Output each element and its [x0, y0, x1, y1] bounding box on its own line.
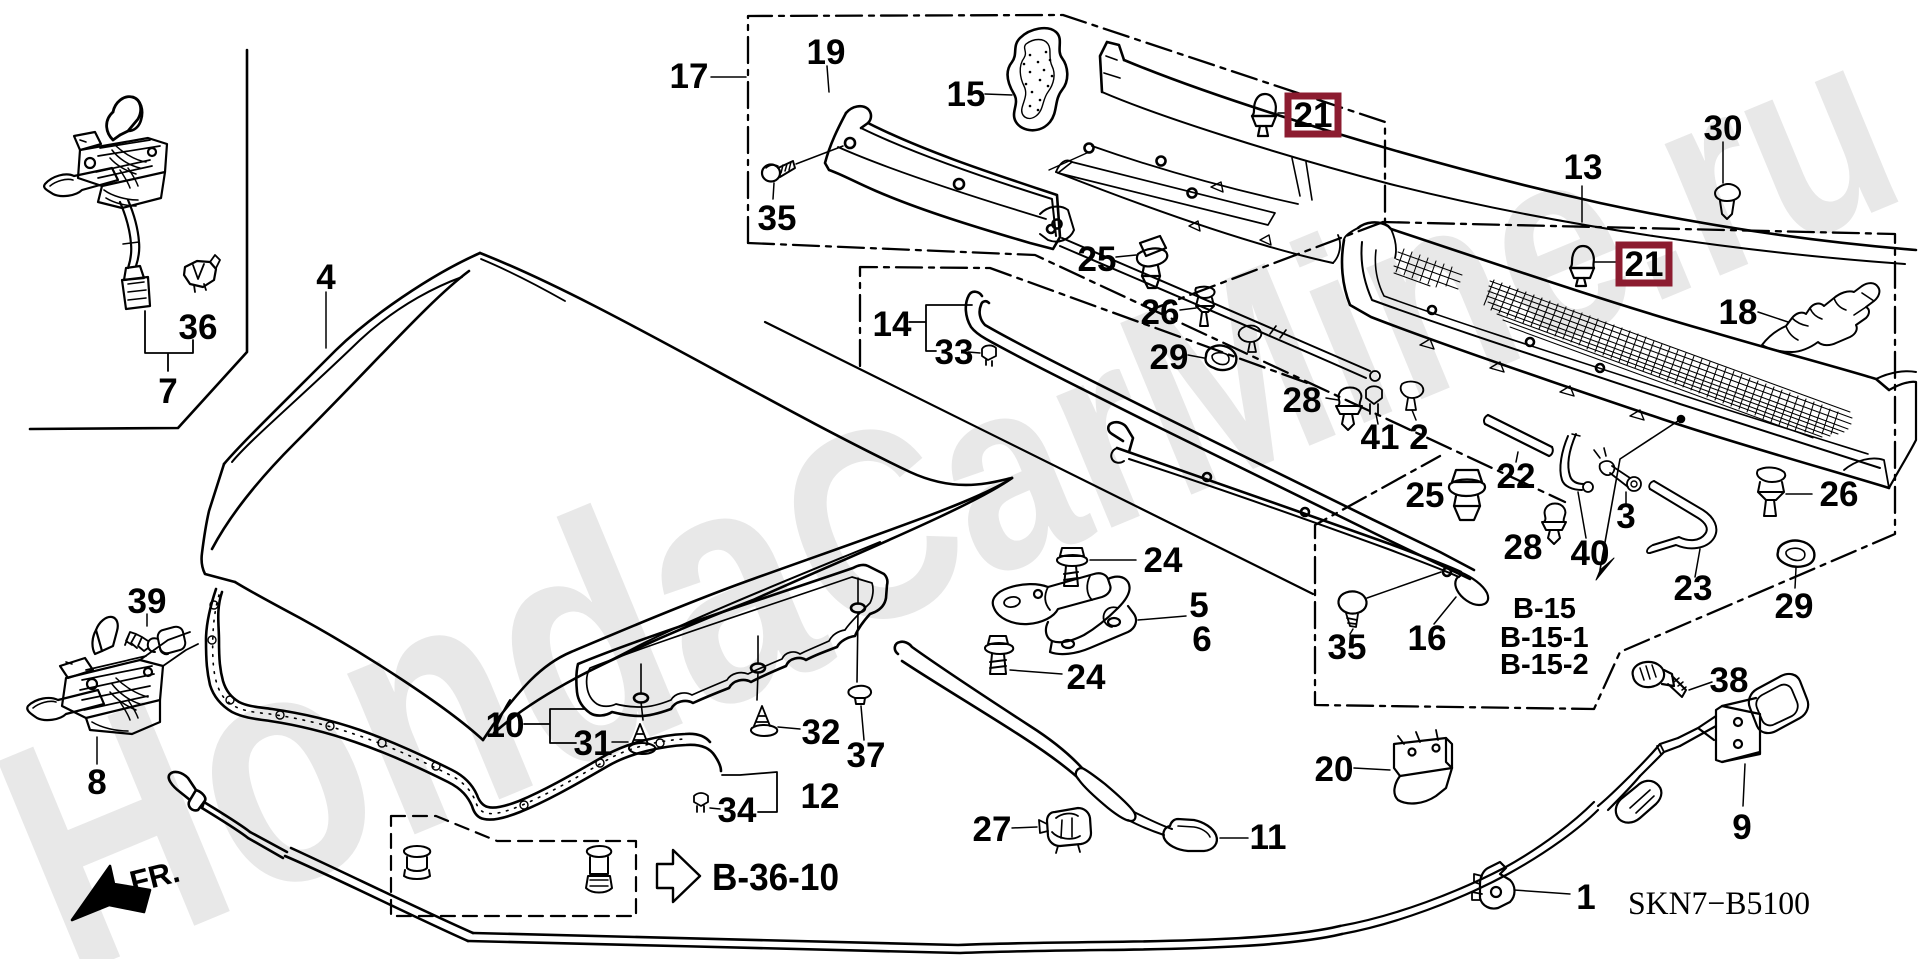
svg-text:18: 18	[1719, 293, 1758, 332]
svg-text:20: 20	[1315, 750, 1354, 789]
svg-text:B-15-1: B-15-1	[1500, 622, 1589, 654]
svg-text:24: 24	[1144, 541, 1183, 580]
svg-text:27: 27	[973, 810, 1012, 849]
svg-text:14: 14	[873, 305, 912, 344]
svg-text:9: 9	[1732, 808, 1751, 847]
svg-text:19: 19	[807, 33, 846, 72]
svg-text:34: 34	[718, 791, 757, 830]
svg-text:B-36-10: B-36-10	[712, 857, 839, 899]
svg-text:5: 5	[1189, 586, 1208, 625]
svg-text:29: 29	[1775, 587, 1814, 626]
svg-text:22: 22	[1497, 457, 1536, 496]
svg-text:39: 39	[128, 582, 167, 621]
svg-text:8: 8	[87, 763, 106, 802]
svg-text:28: 28	[1283, 381, 1322, 420]
svg-text:40: 40	[1571, 534, 1610, 573]
svg-text:36: 36	[179, 308, 218, 347]
svg-text:2: 2	[1409, 418, 1428, 457]
svg-text:1: 1	[1576, 878, 1595, 917]
svg-text:26: 26	[1141, 293, 1180, 332]
svg-text:11: 11	[1250, 818, 1287, 857]
svg-text:4: 4	[316, 258, 336, 297]
svg-text:SKN7−B5100: SKN7−B5100	[1628, 886, 1810, 922]
svg-text:6: 6	[1192, 620, 1211, 659]
svg-text:21: 21	[1294, 96, 1333, 135]
svg-text:17: 17	[670, 57, 709, 96]
svg-text:24: 24	[1067, 658, 1106, 697]
svg-text:35: 35	[1328, 628, 1367, 667]
svg-text:41: 41	[1361, 418, 1400, 457]
svg-text:35: 35	[758, 199, 797, 238]
svg-text:29: 29	[1150, 338, 1189, 377]
svg-text:7: 7	[158, 372, 177, 411]
svg-text:38: 38	[1710, 661, 1749, 700]
svg-text:25: 25	[1406, 476, 1445, 515]
svg-text:B-15: B-15	[1513, 593, 1576, 625]
svg-text:31: 31	[574, 724, 613, 763]
svg-text:23: 23	[1674, 569, 1713, 608]
svg-text:13: 13	[1564, 148, 1603, 187]
svg-text:25: 25	[1078, 240, 1117, 279]
svg-text:28: 28	[1504, 528, 1543, 567]
svg-text:32: 32	[802, 713, 841, 752]
svg-text:10: 10	[486, 706, 525, 745]
svg-text:30: 30	[1704, 109, 1743, 148]
svg-text:12: 12	[801, 777, 840, 816]
svg-text:16: 16	[1408, 619, 1447, 658]
svg-text:B-15-2: B-15-2	[1500, 649, 1589, 681]
svg-text:37: 37	[847, 736, 886, 775]
svg-text:26: 26	[1820, 475, 1859, 514]
svg-text:15: 15	[947, 75, 986, 114]
svg-text:33: 33	[935, 333, 974, 372]
svg-text:3: 3	[1616, 497, 1635, 536]
svg-text:21: 21	[1625, 245, 1664, 284]
